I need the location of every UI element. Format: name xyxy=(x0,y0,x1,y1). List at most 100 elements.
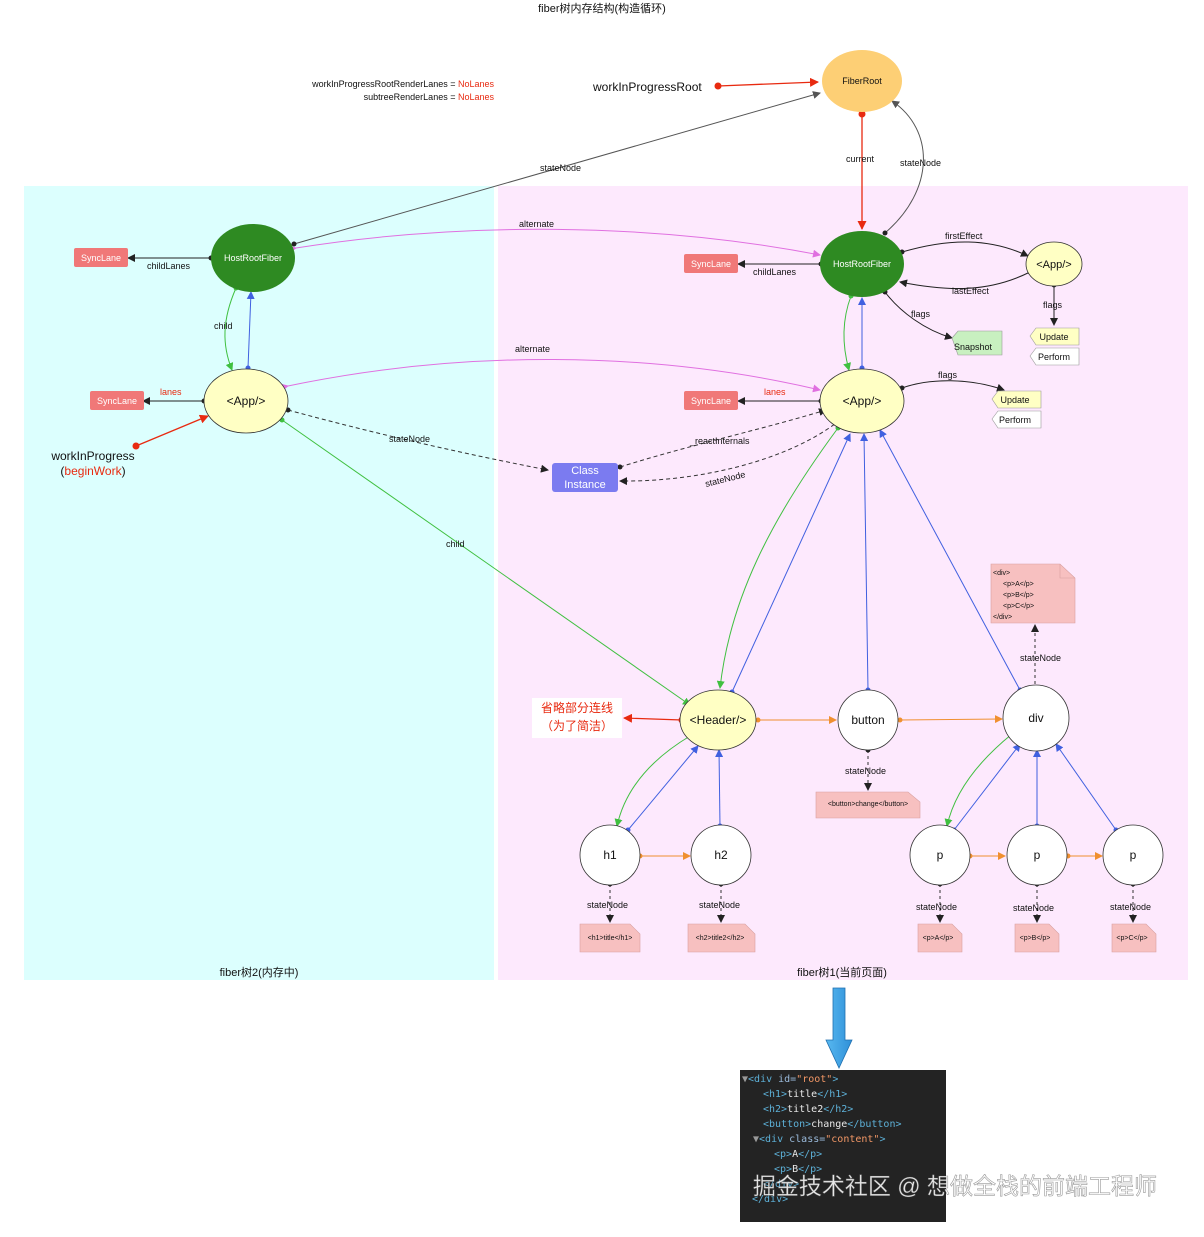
perform-tag-2 xyxy=(991,410,1042,429)
p1-doc xyxy=(917,923,963,953)
app-right-node xyxy=(819,368,905,434)
h2-doc-label: <h2>title2</h2> xyxy=(696,935,745,942)
perform-tag-2-label: Perform xyxy=(999,415,1031,425)
diagram-title: fiber树内存结构(构造循环) xyxy=(538,1,666,15)
current-label: current xyxy=(846,154,875,164)
alternate-mid-label: alternate xyxy=(515,344,550,354)
dom-code-line: <h1>title</h1> xyxy=(763,1089,847,1100)
sync-lane-tag-3-label: SyncLane xyxy=(97,396,137,406)
subtree-render-lanes: subtreeRenderLanes = NoLanes xyxy=(364,92,495,102)
dom-code-line: <button>change</button> xyxy=(763,1119,901,1130)
div-doc xyxy=(990,563,1076,624)
state-node-h2-label: stateNode xyxy=(699,900,740,910)
alternate-top-edge xyxy=(288,228,821,258)
child-lanes-right-label: childLanes xyxy=(753,267,797,277)
state-node-p1-label: stateNode xyxy=(916,902,957,912)
header-node xyxy=(679,689,757,751)
alternate-mid-edge xyxy=(280,359,821,393)
begin-work-label: (beginWork) xyxy=(60,464,125,478)
wip-arrow xyxy=(132,414,209,450)
omit-note-line-1: 省略部分连线 xyxy=(541,700,613,715)
dom-code-line: </div> xyxy=(752,1194,788,1205)
state-node-fr-label: stateNode xyxy=(900,158,941,168)
app-left-label: <App/> xyxy=(227,394,266,408)
state-node-div-label: stateNode xyxy=(1020,653,1061,663)
dom-code-line: </div> xyxy=(763,1179,799,1190)
dom-code-line: ▼<div id="root"> xyxy=(742,1074,838,1085)
watermark: 掘金技术社区 @ 想做全栈的前端工程师 xyxy=(753,1173,1157,1199)
wip-label: workInProgress xyxy=(50,449,134,463)
state-node-root-label: stateNode xyxy=(540,163,581,173)
p3-doc xyxy=(1111,923,1157,953)
p3-div-return-edge xyxy=(1055,743,1119,833)
sync-lane-tag-3 xyxy=(90,391,144,410)
dom-code-line: <p>B</p> xyxy=(774,1164,822,1175)
h2-header-return-edge xyxy=(715,749,724,829)
state-node-h1-label: stateNode xyxy=(587,900,628,910)
sync-lane-tag-4 xyxy=(684,391,738,410)
react-internals-label: _reactInternals xyxy=(689,436,750,446)
state-node-root-edge xyxy=(291,91,821,247)
button-node xyxy=(837,689,899,751)
host-root-fiber-left-node xyxy=(211,224,295,292)
app-right-label: <App/> xyxy=(843,394,882,408)
p1-label: p xyxy=(937,848,944,862)
h2-label: h2 xyxy=(714,848,728,862)
p2-label: p xyxy=(1034,848,1041,862)
div-doc-line-5: </div> xyxy=(993,614,1012,621)
update-tag-1-label: Update xyxy=(1039,332,1068,342)
div-doc-line-1: <div> xyxy=(993,570,1010,577)
snapshot-tag-label: Snapshot xyxy=(954,342,993,352)
p2-doc-label: <p>B</p> xyxy=(1020,935,1051,942)
sync-lane-tag-2-label: SyncLane xyxy=(691,259,731,269)
state-node-p2-label: stateNode xyxy=(1013,903,1054,913)
state-node-p3-label: stateNode xyxy=(1110,902,1151,912)
dom-code-line: <h2>title2</h2> xyxy=(763,1104,853,1115)
p1-node xyxy=(909,824,971,886)
update-tag-2-label: Update xyxy=(1000,395,1029,405)
tree1-label: fiber树1(当前页面) xyxy=(797,965,887,979)
tree2-label: fiber树2(内存中) xyxy=(220,965,299,979)
p3-node xyxy=(1102,824,1164,886)
perform-tag-1-label: Perform xyxy=(1038,352,1070,362)
flags-snapshot-edge xyxy=(882,289,953,340)
app-left-node xyxy=(203,368,289,434)
child-left-edge xyxy=(224,285,239,371)
class-instance-node xyxy=(552,463,618,492)
snapshot-tag xyxy=(951,330,1003,356)
host-root-fiber-left-label: HostRootFiber xyxy=(224,253,282,263)
h2-node xyxy=(690,824,752,886)
div-label: div xyxy=(1028,711,1043,725)
child-long-label: child xyxy=(446,539,465,549)
sync-lane-tag-2 xyxy=(684,254,738,273)
sync-lane-tag-1-label: SyncLane xyxy=(81,253,121,263)
dom-code-lines: ▼<div id="root"> <h1>title</h1> <h2>title2… xyxy=(742,1074,901,1205)
return-left-edge xyxy=(245,291,255,371)
p2-doc xyxy=(1014,923,1060,953)
p1-doc-label: <p>A</p> xyxy=(923,935,954,942)
tree2-panel xyxy=(24,186,494,980)
p1-div-return-edge xyxy=(951,743,1021,833)
host-root-fiber-right-label: HostRootFiber xyxy=(833,259,891,269)
dom-code-line: ▼<div class="content"> xyxy=(753,1134,885,1145)
div-doc-line-4: <p>C</p> xyxy=(1003,603,1034,610)
fiber-root-node xyxy=(822,50,902,112)
h1-node xyxy=(579,824,641,886)
first-effect-label: firstEffect xyxy=(945,231,983,241)
button-doc-label: <button>change</button> xyxy=(828,801,908,808)
flags-app-right-edge xyxy=(899,380,1005,392)
last-effect-label: lastEffect xyxy=(952,286,989,296)
p3-doc-label: <p>C</p> xyxy=(1116,935,1147,942)
h2-doc xyxy=(687,923,756,953)
state-node-fr-edge xyxy=(882,100,924,236)
perform-tag-1 xyxy=(1029,347,1080,366)
header-label: <Header/> xyxy=(690,713,747,727)
sibling-button-div xyxy=(897,715,1003,724)
dom-code-panel xyxy=(740,1070,946,1222)
down-arrow-icon xyxy=(825,987,853,1069)
button-doc xyxy=(815,791,921,819)
div-doc-line-2: <p>A</p> xyxy=(1003,581,1034,588)
app-effect-node xyxy=(1025,241,1083,287)
